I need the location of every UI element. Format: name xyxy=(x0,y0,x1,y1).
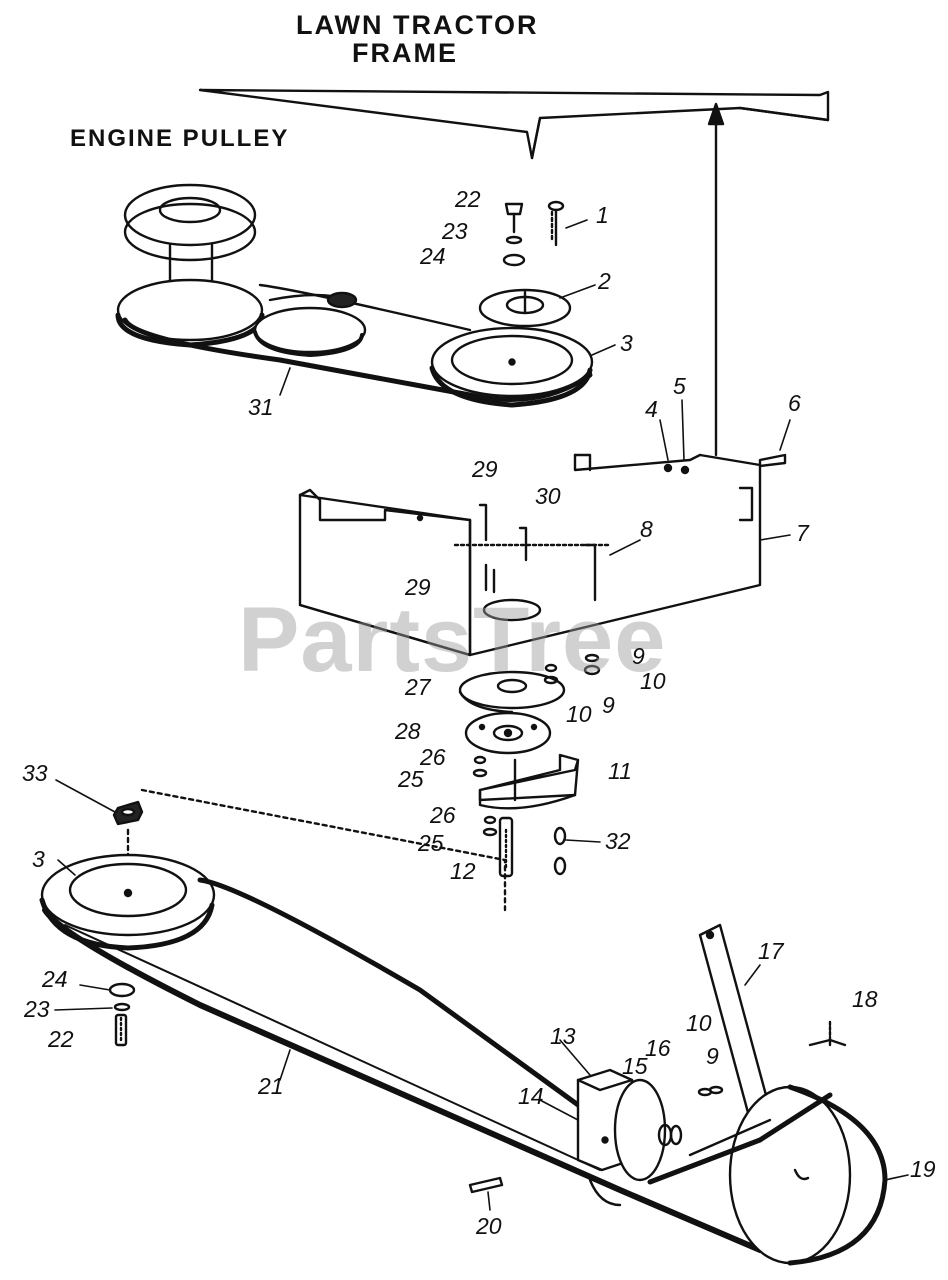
idler-pulley-19 xyxy=(728,1084,888,1266)
callout-8: 8 xyxy=(640,516,653,542)
pin-18 xyxy=(808,1020,847,1047)
nut-33 xyxy=(112,800,144,826)
callout-9c: 9 xyxy=(706,1043,719,1069)
callout-19: 19 xyxy=(910,1156,936,1182)
clutch-bracket-13 xyxy=(576,1068,667,1207)
bolt-20 xyxy=(468,1176,504,1194)
callout-22-upper: 22 xyxy=(455,186,481,212)
bearing-plate-27 xyxy=(458,670,566,714)
hardware-stack-upper xyxy=(502,202,526,267)
callout-7: 7 xyxy=(796,520,809,546)
callout-27: 27 xyxy=(405,674,431,700)
callout-28: 28 xyxy=(395,718,421,744)
callout-2: 2 xyxy=(598,268,611,294)
callout-24-lower: 24 xyxy=(42,966,68,992)
bearing-plate-28 xyxy=(464,711,552,755)
callout-23-upper: 23 xyxy=(442,218,468,244)
bolt-1 xyxy=(547,200,565,247)
callout-6: 6 xyxy=(788,390,801,416)
callout-17: 17 xyxy=(758,938,784,964)
callout-3-lower: 3 xyxy=(32,846,45,872)
callout-26-lower: 26 xyxy=(430,802,456,828)
callout-29-upper: 29 xyxy=(472,456,498,482)
callout-5: 5 xyxy=(673,373,686,399)
callout-10a: 10 xyxy=(640,668,666,694)
callout-4: 4 xyxy=(645,396,658,422)
callout-33: 33 xyxy=(22,760,48,786)
engine-pulley-title: ENGINE PULLEY xyxy=(70,125,290,152)
callout-10b: 10 xyxy=(566,701,592,727)
bracket-11 xyxy=(478,753,580,810)
callout-12: 12 xyxy=(450,858,476,884)
callout-24-upper: 24 xyxy=(420,243,446,269)
assembly-arrow xyxy=(707,102,725,457)
idler-pulley-upper xyxy=(253,291,367,357)
callout-16: 16 xyxy=(645,1035,671,1061)
washers-25-26 xyxy=(472,755,498,837)
callout-10c: 10 xyxy=(686,1010,712,1036)
callout-21: 21 xyxy=(258,1073,284,1099)
engine-pulley xyxy=(115,183,265,348)
frame-title-line1: LAWN TRACTOR xyxy=(296,10,539,40)
mounting-bracket-7 xyxy=(298,453,762,657)
leader-lines xyxy=(54,219,909,1211)
bolts-29-30 xyxy=(478,503,597,602)
hardware-9-10 xyxy=(543,653,601,685)
callout-3-upper: 3 xyxy=(620,330,633,356)
callout-9a: 9 xyxy=(632,643,645,669)
callout-22-lower: 22 xyxy=(48,1026,74,1052)
lower-belt-21 xyxy=(42,877,763,1253)
callout-9b: 9 xyxy=(602,692,615,718)
callout-25-lower: 25 xyxy=(418,830,444,856)
callout-14: 14 xyxy=(518,1083,544,1109)
callout-15: 15 xyxy=(622,1053,648,1079)
callout-23-lower: 23 xyxy=(24,996,50,1022)
bolt-6 xyxy=(758,453,787,468)
callout-32: 32 xyxy=(605,828,631,854)
hardware-9-10-lower xyxy=(697,1085,724,1097)
callout-13: 13 xyxy=(550,1023,576,1049)
keys-32 xyxy=(553,826,567,876)
frame-title-line2: FRAME xyxy=(352,38,458,68)
washers-15-16 xyxy=(657,1123,683,1147)
callout-20: 20 xyxy=(476,1213,502,1239)
callout-18: 18 xyxy=(852,986,878,1012)
callout-30: 30 xyxy=(535,483,561,509)
callout-29-lower: 29 xyxy=(405,574,431,600)
callout-31: 31 xyxy=(248,394,274,420)
callout-25-upper: 25 xyxy=(398,766,424,792)
tractor-frame-plate xyxy=(198,88,830,160)
callout-11: 11 xyxy=(608,758,632,784)
connecting-arm xyxy=(647,1092,833,1185)
callout-1: 1 xyxy=(596,202,609,228)
watermark: PartsTree xyxy=(238,589,667,691)
pulley-3-upper xyxy=(429,326,594,408)
hardware-stack-lower xyxy=(108,982,136,1047)
callout-26-upper: 26 xyxy=(420,744,446,770)
hub-2 xyxy=(478,288,572,328)
